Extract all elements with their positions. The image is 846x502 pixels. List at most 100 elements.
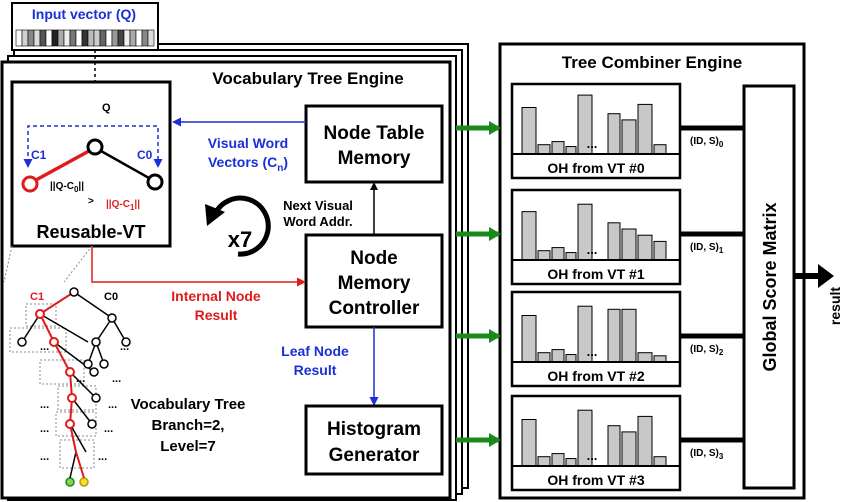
tree-node [121,337,131,347]
tree-node [83,359,93,369]
input-cell [63,29,71,47]
leaf-node-green [65,477,75,487]
oh-panel: ...OH from VT #0(ID, S)0 [456,82,744,180]
input-cell [87,29,95,47]
oh-panel: ...OH from VT #3(ID, S)3 [456,394,744,492]
vt-engine-title: Vocabulary Tree Engine [212,69,403,88]
oh-bar [537,144,551,155]
global-score-label: Global Score Matrix [760,202,780,371]
loop-label: x7 [228,227,252,252]
oh-bar [565,458,577,467]
input-cell [45,29,53,47]
oh-bar [565,354,577,363]
oh-ellipsis: ... [587,136,598,151]
oh-panel-frame [510,290,682,388]
oh-bar [637,234,653,261]
oh-bar [551,141,565,155]
tree-node-selected [49,337,59,347]
oh-bar [537,352,551,363]
result-arrowhead [818,264,834,288]
tree-node-selected [65,419,75,429]
input-cell [99,29,107,47]
oh-bar [653,456,667,467]
nmc-line2: Memory [338,273,411,294]
reusable-vt-box: Q C1 C0 ||Q-C0|| > ||Q-C1|| Reusable-VT [10,80,172,248]
input-cell [21,29,29,47]
tree-path-edge [53,341,71,373]
global-score-matrix-box: Global Score Matrix [742,84,796,490]
oh-bar [521,211,537,261]
input-cell [51,29,59,47]
tree-edge [73,291,113,319]
tree-ellipsis: ... [40,399,49,411]
input-cell [147,29,155,47]
tree-node [91,337,101,347]
tree-ellipsis: ... [40,341,49,353]
oh-id-label: (ID, S)2 [690,344,724,357]
tree-edge [69,423,87,453]
tree-ellipsis: ... [98,451,107,463]
oh-panel: ...OH from VT #2(ID, S)2 [456,290,744,388]
oh-bar [621,308,637,363]
input-cell [129,29,137,47]
vocabulary-tree: .............................. [9,287,131,487]
oh-panel: ...OH from VT #1(ID, S)1 [456,188,744,286]
input-vector-cells [15,29,155,47]
oh-bar [551,453,565,467]
oh-bar [607,113,621,155]
oh-bar [565,146,577,155]
tree-edge [71,397,93,425]
distance-c1: ||Q-C1|| [106,199,140,212]
oh-bar [551,247,565,261]
leaf-node-yellow [79,477,89,487]
tree-combiner-title: Tree Combiner Engine [562,53,742,72]
oh-bar [653,240,667,261]
tree-node-selected [65,367,75,377]
oh-bar [551,349,565,363]
tree-edge [95,317,113,343]
q-label: Q [102,102,111,114]
oh-bar [621,431,637,467]
histogram-line1: Histogram [327,419,421,440]
vocab-tree-line2: Branch=2, [152,417,225,434]
tree-ellipsis: ... [40,423,49,435]
tree-ellipsis: ... [76,373,85,385]
tree-path-edge [75,451,85,479]
input-cell [15,29,23,47]
input-vector: Input vector (Q) [11,2,159,51]
input-cell [39,29,47,47]
tree-path-edge [39,291,75,315]
input-cell [81,29,89,47]
internal-node-line1: Internal Node [171,288,261,304]
input-cell [57,29,65,47]
oh-bar [537,456,551,467]
level-box [59,439,95,469]
internal-node-line2: Result [195,307,238,323]
tree-edge [39,313,89,343]
input-vector-label: Input vector (Q) [32,6,136,22]
reusable-vt-title: Reusable-VT [36,222,145,242]
oh-ellipsis: ... [587,448,598,463]
next-visual-line1: Next Visual [283,198,353,213]
root-node [86,138,104,156]
oh-id-label: (ID, S)0 [690,136,724,149]
vocab-tree-line1: Vocabulary Tree [131,396,246,413]
oh-bar [607,222,621,261]
oh-panel-label: OH from VT #2 [547,368,644,384]
level-box [39,359,85,385]
left-child-node [21,175,39,193]
tree-edge [69,451,77,479]
oh-ellipsis: ... [587,242,598,257]
tree-ellipsis: ... [108,399,117,411]
oh-bar [607,425,621,467]
tree-edge [69,371,97,399]
oh-bar [621,119,637,155]
oh-bar [621,228,637,261]
c0-label: C0 [137,148,153,162]
tree-node [91,393,101,403]
input-cell [141,29,149,47]
tree-edge [21,313,41,343]
histogram-line2: Generator [329,445,420,466]
input-cell [111,29,119,47]
